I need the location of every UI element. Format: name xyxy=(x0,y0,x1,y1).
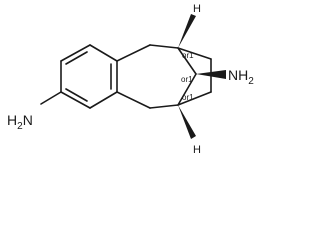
bond-ring-3 xyxy=(60,91,91,109)
bond-ring-to-ch2-top xyxy=(116,44,151,62)
left-amine-label: H2N xyxy=(7,112,33,132)
bond-ring-1 xyxy=(60,44,91,62)
bridged-ring xyxy=(116,44,212,109)
bond-ch-top-to-ch2-right xyxy=(177,47,212,60)
bond-ring-to-ch2-bot xyxy=(116,91,151,109)
hydrogen-top-label: H xyxy=(193,3,201,15)
bond-bridge-to-ch-bot xyxy=(177,73,197,106)
bond-ch-top-to-bridge xyxy=(177,47,197,75)
wedge-bond-top-h xyxy=(178,14,196,48)
right-amine-label: NH2 xyxy=(228,67,254,87)
stereo-descriptor-top: or1 xyxy=(182,51,194,60)
bond-ring-6 xyxy=(89,44,118,62)
bond-ch-bot-lower-arm xyxy=(177,91,212,106)
chemical-structure-diagram: H2N NH2 H H or1 or1 or1 xyxy=(7,3,254,156)
bond-ring-4 xyxy=(89,91,118,109)
double-bond-inner-1 xyxy=(65,51,88,65)
bond-ring-to-left-amine xyxy=(40,91,62,105)
hydrogen-bottom-label: H xyxy=(193,144,201,156)
double-bond-inner-2 xyxy=(65,88,88,102)
bond-ch2-to-ch-bot xyxy=(149,104,179,109)
wedge-bond-bridge-amine xyxy=(196,70,226,79)
stereo-descriptor-middle: or1 xyxy=(181,75,193,84)
bond-ch2-to-ch-top xyxy=(149,44,179,49)
benzene-ring xyxy=(60,44,118,109)
wedge-bond-bottom-h xyxy=(178,105,196,139)
stereo-descriptor-bottom: or1 xyxy=(182,93,194,102)
